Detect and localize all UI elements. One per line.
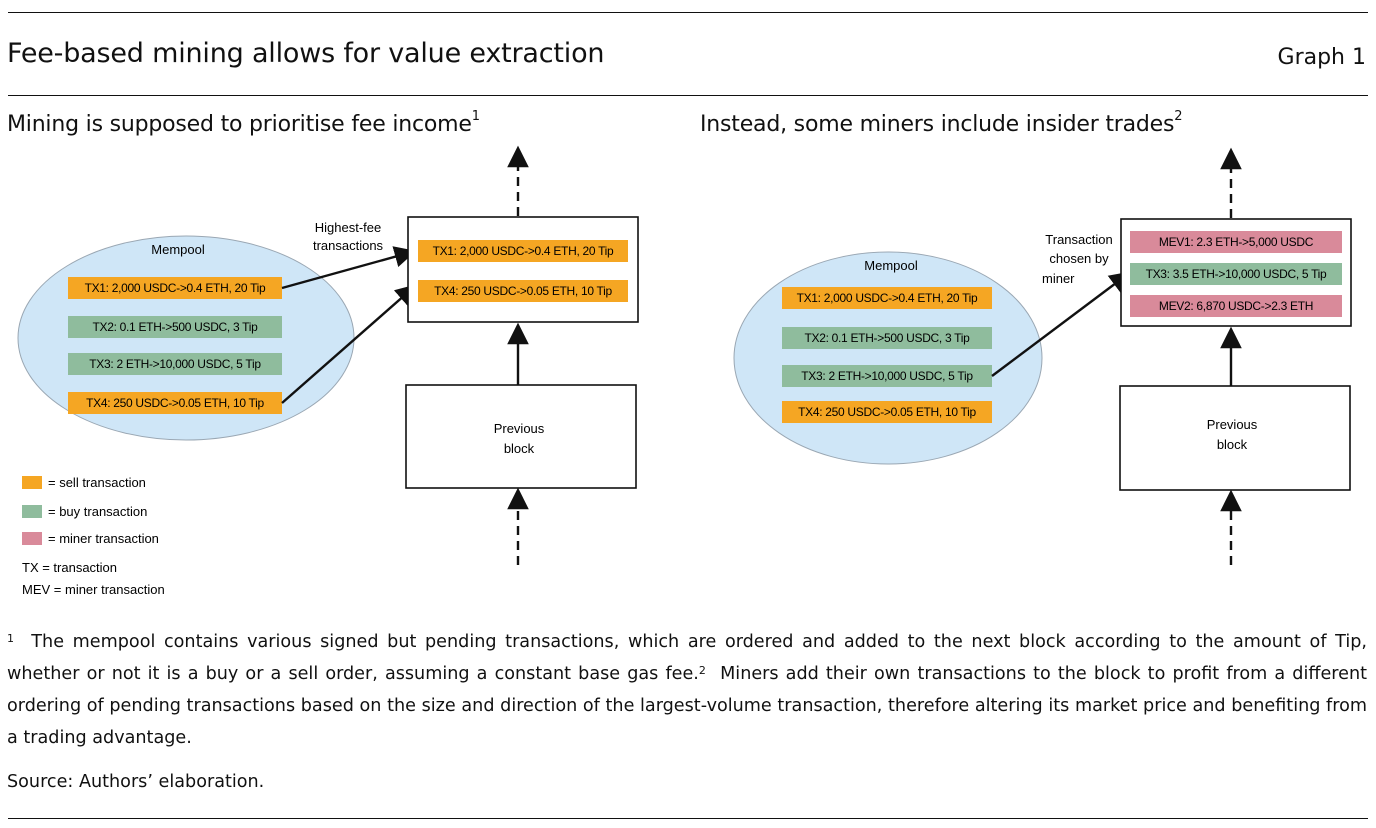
right-block-tx-1-box [1130,231,1342,253]
right-block-tx-1: MEV1: 2.3 ETH->5,000 USDC [1130,231,1342,253]
right-arrow-label-line-2: chosen by [1049,251,1109,266]
legend-swatch-sell [22,476,42,489]
left-arrow-label-line-1: Highest-fee [315,220,381,235]
right-mempool-tx-2-text: TX2: 0.1 ETH->500 USDC, 3 Tip [804,331,970,345]
source-note: Source: Authors’ elaboration. [7,772,265,792]
right-mempool-tx-4-text: TX4: 250 USDC->0.05 ETH, 10 Tip [798,405,976,419]
right-block-tx-2: TX3: 3.5 ETH->10,000 USDC, 5 Tip [1130,263,1342,285]
graph-number: Graph 1 [1277,45,1366,70]
legend-swatch-miner [22,532,42,545]
right-block-tx-2-text: TX3: 3.5 ETH->10,000 USDC, 5 Tip [1146,267,1327,281]
legend-swatch-buy [22,505,42,518]
footnote-1-marker: 1 [7,632,14,645]
left-mempool-tx-1: TX1: 2,000 USDC->0.4 ETH, 20 Tip [68,277,282,299]
right-mempool-ellipse [733,251,1043,465]
right-panel-title-text: Instead, some miners include insider tra… [700,112,1175,137]
right-mempool-tx-1-box [782,287,992,309]
legend-abbrev-tx: TX = transaction [22,560,117,575]
left-block-tx-2-text: TX4: 250 USDC->0.05 ETH, 10 Tip [434,284,612,298]
left-mempool-tx-1-box [68,277,282,299]
right-mempool-tx-3-box [782,365,992,387]
left-panel-footnote-ref: 1 [471,109,480,124]
legend-abbrev-mev: MEV = miner transaction [22,582,165,597]
right-previous-block-line-2: block [1217,437,1248,452]
left-mempool-tx-3-box [68,353,282,375]
right-mempool-tx-1-text: TX1: 2,000 USDC->0.4 ETH, 20 Tip [797,291,978,305]
left-mempool-label: Mempool [151,242,205,257]
right-mempool-tx-4-box [782,401,992,423]
legend-label-sell: = sell transaction [48,475,146,490]
right-block-tx-3: MEV2: 6,870 USDC->2.3 ETH [1130,295,1342,317]
legend-label-miner: = miner transaction [48,531,159,546]
right-block-tx-3-box [1130,295,1342,317]
left-mempool-tx-4-box [68,392,282,414]
legend: = sell transaction = buy transaction = m… [22,475,165,597]
right-mempool-tx-1: TX1: 2,000 USDC->0.4 ETH, 20 Tip [782,287,992,309]
left-block-tx-1: TX1: 2,000 USDC->0.4 ETH, 20 Tip [418,240,628,262]
right-panel-title: Instead, some miners include insider tra… [700,109,1183,137]
right-mempool-tx-3-text: TX3: 2 ETH->10,000 USDC, 5 Tip [801,369,973,383]
legend-label-buy: = buy transaction [48,504,147,519]
left-block-tx-1-box [418,240,628,262]
left-mempool-tx-4-text: TX4: 250 USDC->0.05 ETH, 10 Tip [86,396,264,410]
left-mempool-tx-2-box [68,316,282,338]
footnote-2-marker: 2 [698,664,706,677]
right-mempool-tx-4: TX4: 250 USDC->0.05 ETH, 10 Tip [782,401,992,423]
right-block-tx-3-text: MEV2: 6,870 USDC->2.3 ETH [1159,299,1313,313]
right-arrow-label-line-1: Transaction [1045,232,1112,247]
left-mempool-tx-3-text: TX3: 2 ETH->10,000 USDC, 5 Tip [89,357,261,371]
left-panel-title: Mining is supposed to prioritise fee inc… [7,109,480,137]
left-block-tx-1-text: TX1: 2,000 USDC->0.4 ETH, 20 Tip [433,244,614,258]
page-title: Fee-based mining allows for value extrac… [7,38,605,69]
right-previous-block-line-1: Previous [1207,417,1258,432]
bottom-rule [8,818,1368,819]
right-panel-footnote-ref: 2 [1174,109,1183,124]
right-previous-block [1119,385,1351,491]
left-mempool-tx-4: TX4: 250 USDC->0.05 ETH, 10 Tip [68,392,282,414]
left-block-tx-2: TX4: 250 USDC->0.05 ETH, 10 Tip [418,280,628,302]
top-rule [8,12,1368,13]
right-mempool-label: Mempool [864,258,918,273]
title-rule [8,95,1368,96]
footnote-1-text: The mempool contains various signed but … [7,632,1368,684]
footnote-2-text: Miners add their own transactions to the… [7,664,1367,748]
diagram: Mempool TX1: 2,000 USDC->0.4 ETH, 20 Tip… [17,145,1352,597]
left-mempool-tx-2: TX2: 0.1 ETH->500 USDC, 3 Tip [68,316,282,338]
left-mempool-tx-3: TX3: 2 ETH->10,000 USDC, 5 Tip [68,353,282,375]
right-arrow-label-line-3: miner [1042,271,1075,286]
footnote-block: 1 The mempool contains various signed bu… [7,626,1367,754]
left-mempool-tx-2-text: TX2: 0.1 ETH->500 USDC, 3 Tip [92,320,258,334]
left-panel-title-text: Mining is supposed to prioritise fee inc… [7,112,472,137]
left-previous-block-line-1: Previous [494,421,545,436]
left-new-block [407,216,639,323]
left-previous-block [405,384,637,489]
right-mempool-tx-2-box [782,327,992,349]
left-block-tx-2-box [418,280,628,302]
left-arrow-tx4-to-block [281,284,418,404]
right-block-tx-1-text: MEV1: 2.3 ETH->5,000 USDC [1159,235,1314,249]
right-mempool-tx-2: TX2: 0.1 ETH->500 USDC, 3 Tip [782,327,992,349]
right-mempool-tx-3: TX3: 2 ETH->10,000 USDC, 5 Tip [782,365,992,387]
left-previous-block-line-2: block [504,441,535,456]
right-block-tx-2-box [1130,263,1342,285]
left-arrow-tx1-to-block [281,246,417,290]
left-mempool-tx-1-text: TX1: 2,000 USDC->0.4 ETH, 20 Tip [85,281,266,295]
right-arrow-tx3-to-block [991,271,1132,377]
left-arrow-label-line-2: transactions [313,238,384,253]
